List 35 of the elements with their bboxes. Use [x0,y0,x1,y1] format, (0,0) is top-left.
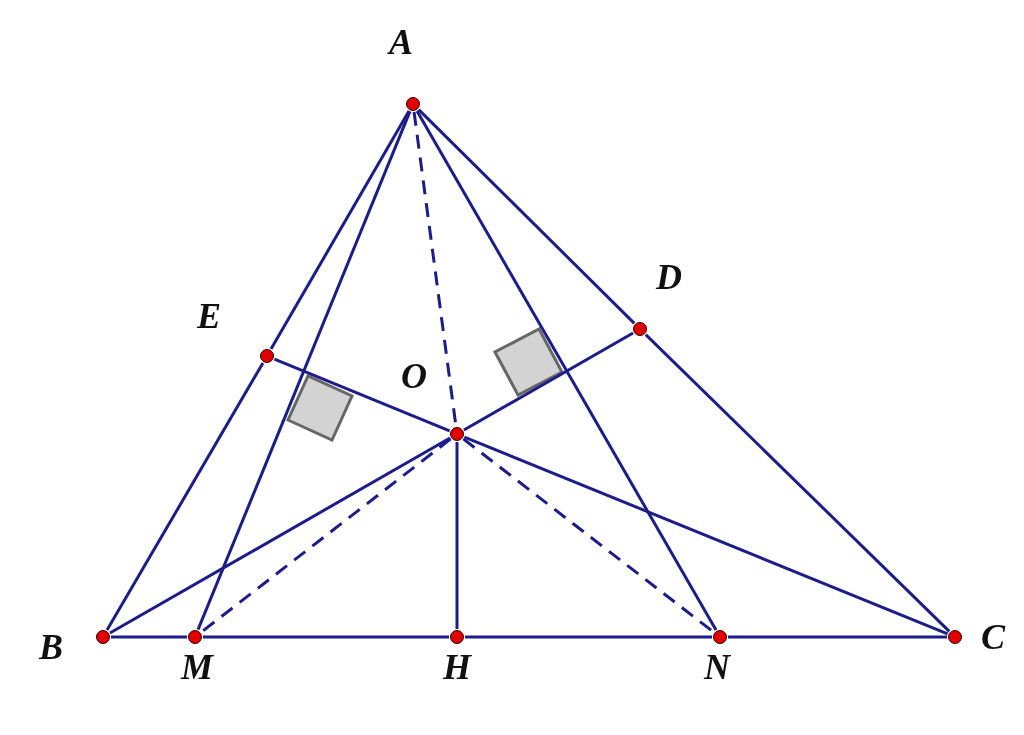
point-dot [188,630,202,644]
point-label: E [197,298,221,334]
point-label: N [704,649,730,685]
line-segment [463,331,634,432]
point-dot [260,349,274,363]
point-dot [450,427,464,441]
point-label: O [401,358,427,394]
line-segment [415,110,718,631]
point-dot [948,630,962,644]
point-dot [96,630,110,644]
point-dot [450,630,464,644]
point-dot [713,630,727,644]
line-segment [105,362,265,631]
line-segment [109,436,451,635]
line-segment [196,110,412,631]
dashed-line-segment [462,437,715,634]
line-segment [417,108,636,325]
point-label: D [656,259,682,295]
dashed-line-segment [200,437,452,634]
point-dot [633,322,647,336]
point-label: B [39,629,63,665]
point-label: H [443,649,471,685]
line-segment [728,635,947,639]
line-segment [455,442,459,629]
line-segment [463,435,949,636]
line-segment [111,635,187,639]
line-segment [644,333,951,633]
line-segment [465,635,712,639]
point-dot [406,97,420,111]
point-label: C [981,619,1005,655]
line-segment [203,635,449,639]
point-label: M [181,649,213,685]
line-segment [269,110,411,350]
point-label: A [389,24,413,60]
line-segment [273,357,451,433]
